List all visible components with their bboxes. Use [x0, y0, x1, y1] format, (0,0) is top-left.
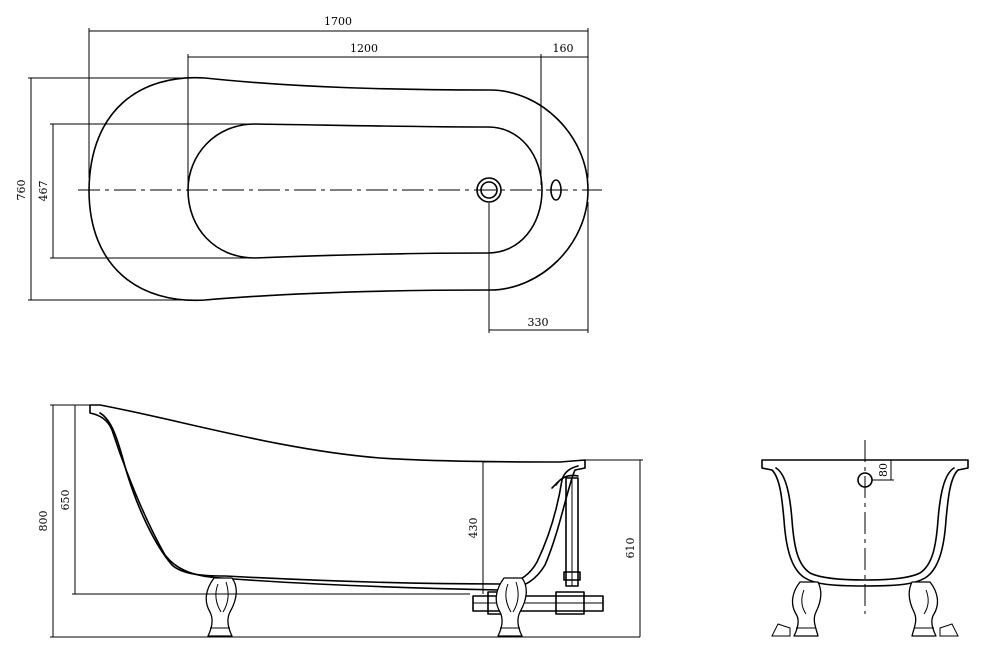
dim-800-label: 800: [37, 511, 50, 532]
dim-760-label: 760: [15, 180, 28, 201]
dim-330-label: 330: [528, 316, 549, 329]
dim-1700-label: 1700: [324, 15, 352, 28]
top-view-outer-rim: [88, 76, 589, 302]
overflow-hole: [550, 179, 562, 201]
drain-outer: [476, 177, 502, 203]
end-view-foot-left: [771, 581, 822, 637]
top-view: 1700 1200 160 760 467 330: [15, 15, 602, 333]
side-view-inner-shell: [99, 412, 579, 585]
end-view: 80: [761, 440, 969, 637]
dim-467-label: 467: [37, 181, 50, 202]
dim-430-label: 430: [467, 518, 480, 539]
dim-1200-label: 1200: [350, 42, 378, 55]
top-view-inner-basin: [187, 123, 543, 259]
waste-pipe-assembly: [472, 474, 604, 615]
end-view-inner-shell: [775, 467, 955, 581]
dim-650-label: 650: [59, 490, 72, 511]
dim-80-label: 80: [877, 463, 890, 477]
dim-160-label: 160: [553, 42, 574, 55]
drain-inner: [480, 181, 498, 199]
claw-foot-right: [495, 577, 527, 637]
claw-foot-left: [205, 577, 237, 637]
side-view-outer-shell: [89, 404, 586, 591]
dim-610-label: 610: [624, 538, 637, 559]
side-view: 800 650 430 610: [37, 404, 643, 638]
end-view-foot-right: [908, 581, 959, 637]
